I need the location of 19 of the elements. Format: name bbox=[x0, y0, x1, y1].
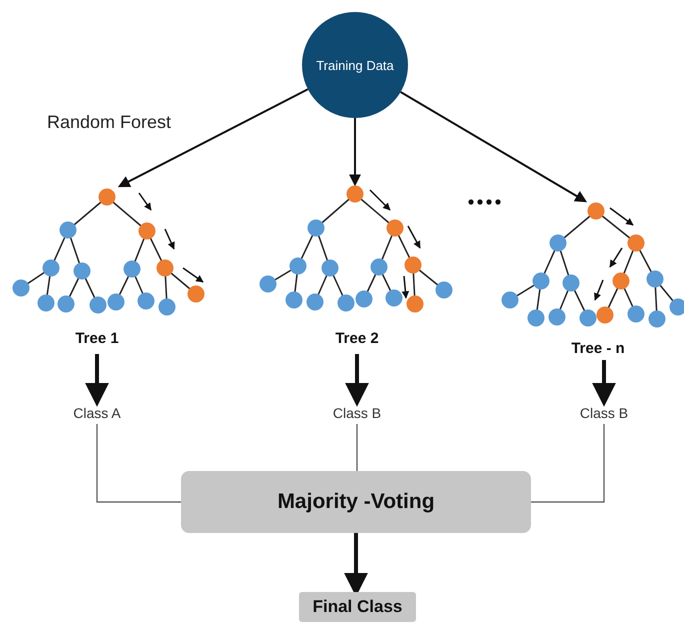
arrow bbox=[118, 88, 308, 188]
data-circle: Training Data bbox=[302, 12, 408, 118]
tree-label: Tree 1 bbox=[75, 330, 119, 347]
voting-box: Majority -Voting bbox=[181, 471, 531, 533]
arrow bbox=[592, 360, 616, 407]
connector-line bbox=[356, 424, 358, 471]
arrow bbox=[349, 118, 361, 186]
tree-label: Tree - n bbox=[571, 340, 625, 357]
tree-label: Tree 2 bbox=[335, 330, 379, 347]
connector-line bbox=[96, 424, 181, 503]
diagram-heading: Random Forest bbox=[47, 112, 172, 133]
class-label: Class A bbox=[62, 402, 132, 424]
connector-line bbox=[531, 424, 605, 503]
arrow bbox=[400, 91, 588, 202]
class-label: Class B bbox=[322, 402, 392, 424]
result-box: Final Class bbox=[299, 592, 416, 622]
arrow bbox=[345, 354, 369, 407]
class-label: Class B bbox=[569, 402, 639, 424]
arrow bbox=[85, 354, 109, 407]
